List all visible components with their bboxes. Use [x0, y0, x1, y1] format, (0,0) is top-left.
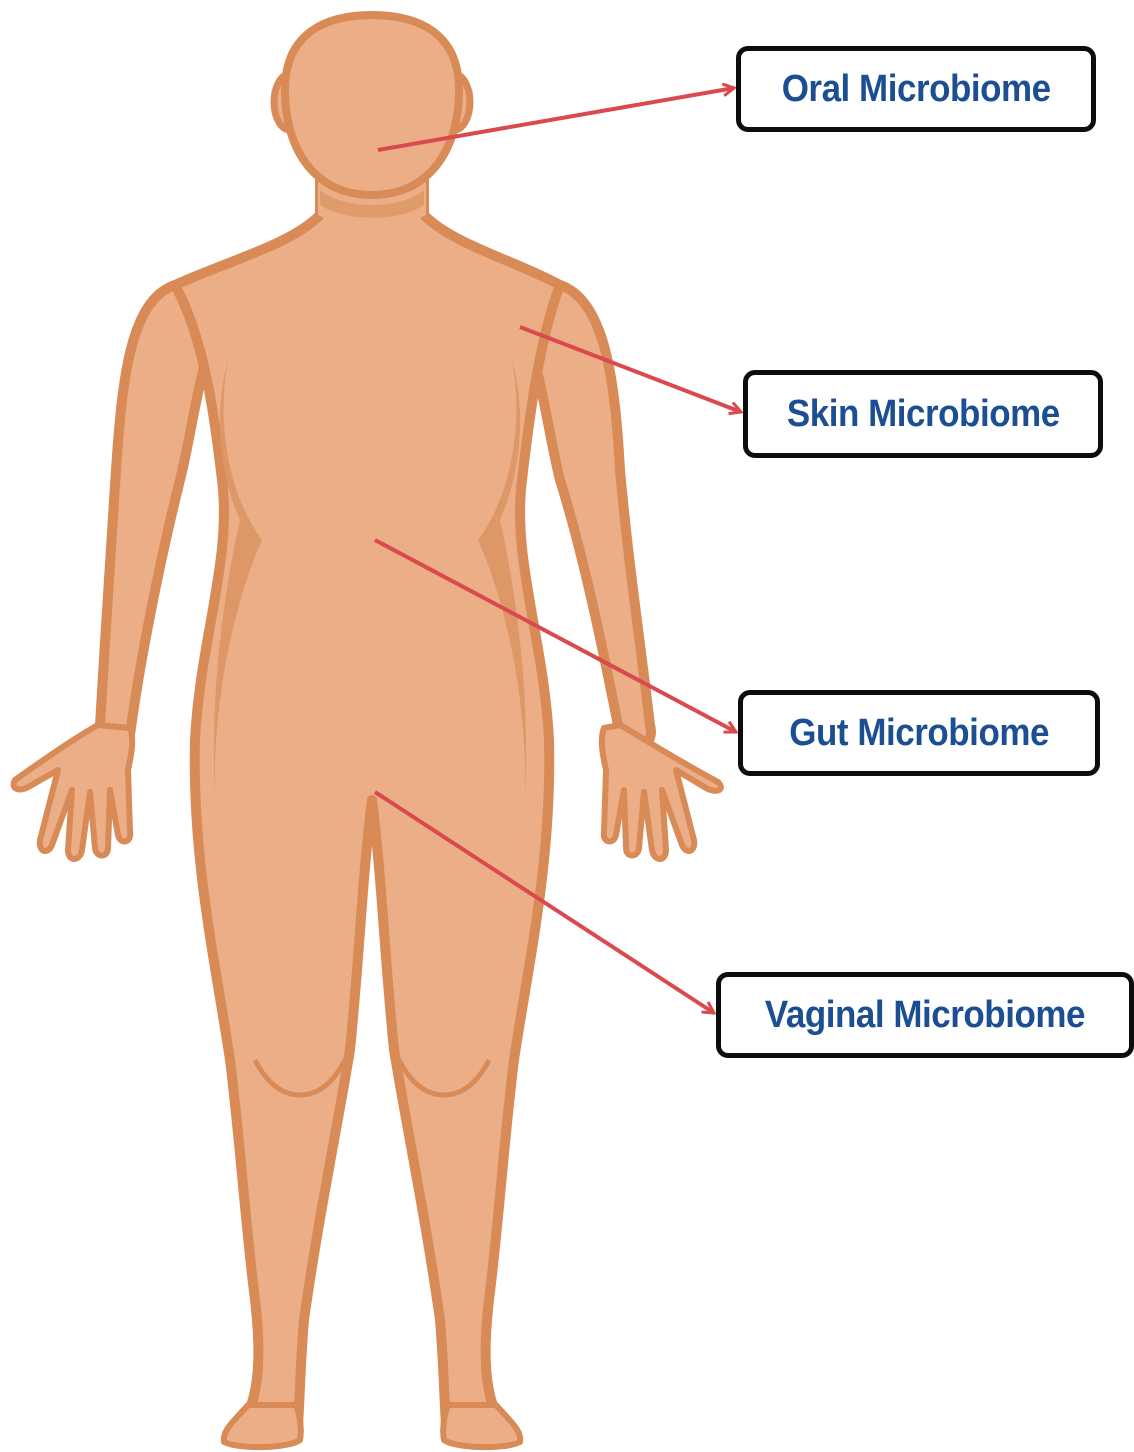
vaginal-microbiome-text: Vaginal Microbiome — [765, 994, 1085, 1037]
torso-and-legs — [175, 180, 560, 1438]
gut-microbiome-label: Gut Microbiome — [738, 690, 1100, 776]
oral-microbiome-text: Oral Microbiome — [782, 68, 1051, 111]
oral-microbiome-label: Oral Microbiome — [736, 46, 1096, 132]
body-silhouette — [14, 15, 721, 1447]
skin-microbiome-text: Skin Microbiome — [787, 393, 1060, 436]
right-foot — [443, 1405, 520, 1447]
head — [285, 15, 459, 195]
right-hand — [602, 725, 721, 859]
left-hand — [14, 725, 133, 859]
left-foot — [224, 1405, 301, 1447]
vaginal-microbiome-label: Vaginal Microbiome — [716, 972, 1134, 1058]
gut-microbiome-text: Gut Microbiome — [789, 712, 1049, 755]
skin-microbiome-label: Skin Microbiome — [743, 370, 1103, 458]
